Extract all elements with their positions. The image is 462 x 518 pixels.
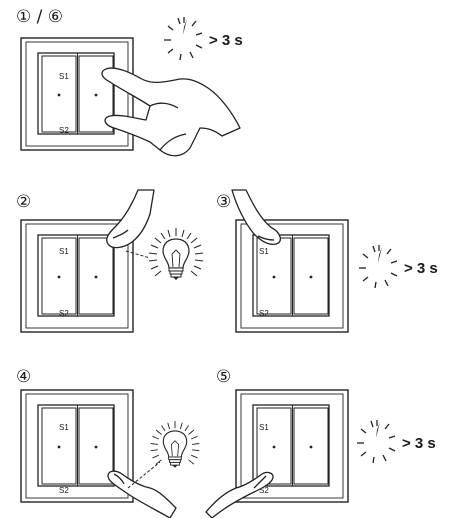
light-bulb-icon [148, 227, 204, 281]
switch-5: S1 S2 [235, 389, 349, 503]
finger-press-bottom-right-icon [107, 470, 177, 518]
step-5-label: ⑤ [216, 367, 231, 387]
step-1-6-panel: ① / ⑥ S1 S2 > 3 s [16, 7, 243, 157]
switch-1: S1 S2 [20, 37, 134, 151]
step-4-label: ④ [16, 367, 31, 387]
rocker-s2-label: S2 [59, 309, 69, 318]
rocker-s1-label: S1 [59, 423, 69, 432]
finger-press-top-left-icon [231, 189, 282, 246]
step-3-label: ③ [216, 192, 231, 212]
switch-2: S1 S2 [20, 219, 134, 333]
rocker-s1-label: S1 [59, 247, 69, 256]
rocker-s2-label: S2 [259, 309, 269, 318]
hold-time-label: > 3 s [404, 260, 438, 277]
step-2-panel: ② S1 S2 [16, 189, 204, 333]
pressing-hand-icon [101, 67, 241, 157]
step-4-panel: ④ S1 S2 [16, 367, 200, 518]
rocker-s1-label: S1 [259, 247, 269, 256]
step-3-panel: ③ S1 S2 > 3 s [216, 189, 438, 333]
step-2-label: ② [16, 192, 31, 212]
step-5-panel: ⑤ S1 S2 > 3 s [205, 367, 436, 518]
switch-4: S1 S2 [20, 389, 134, 503]
hold-time-label: > 3 s [402, 435, 436, 452]
finger-press-top-right-icon [106, 189, 155, 249]
rocker-s2-label: S2 [59, 126, 69, 135]
switch-3: S1 S2 [235, 219, 349, 333]
light-bulb-icon [150, 420, 200, 469]
rocker-s1-label: S1 [59, 72, 69, 81]
timer-icon [356, 419, 396, 464]
rocker-s2-label: S2 [59, 486, 69, 495]
hold-time-label: > 3 s [209, 32, 243, 49]
timer-icon [358, 244, 398, 289]
rocker-s1-label: S1 [259, 423, 269, 432]
finger-press-bottom-left-icon [205, 471, 274, 518]
rocker-s2-label: S2 [259, 486, 269, 495]
timer-icon [163, 16, 203, 61]
step-1-6-label: ① / ⑥ [16, 7, 63, 27]
